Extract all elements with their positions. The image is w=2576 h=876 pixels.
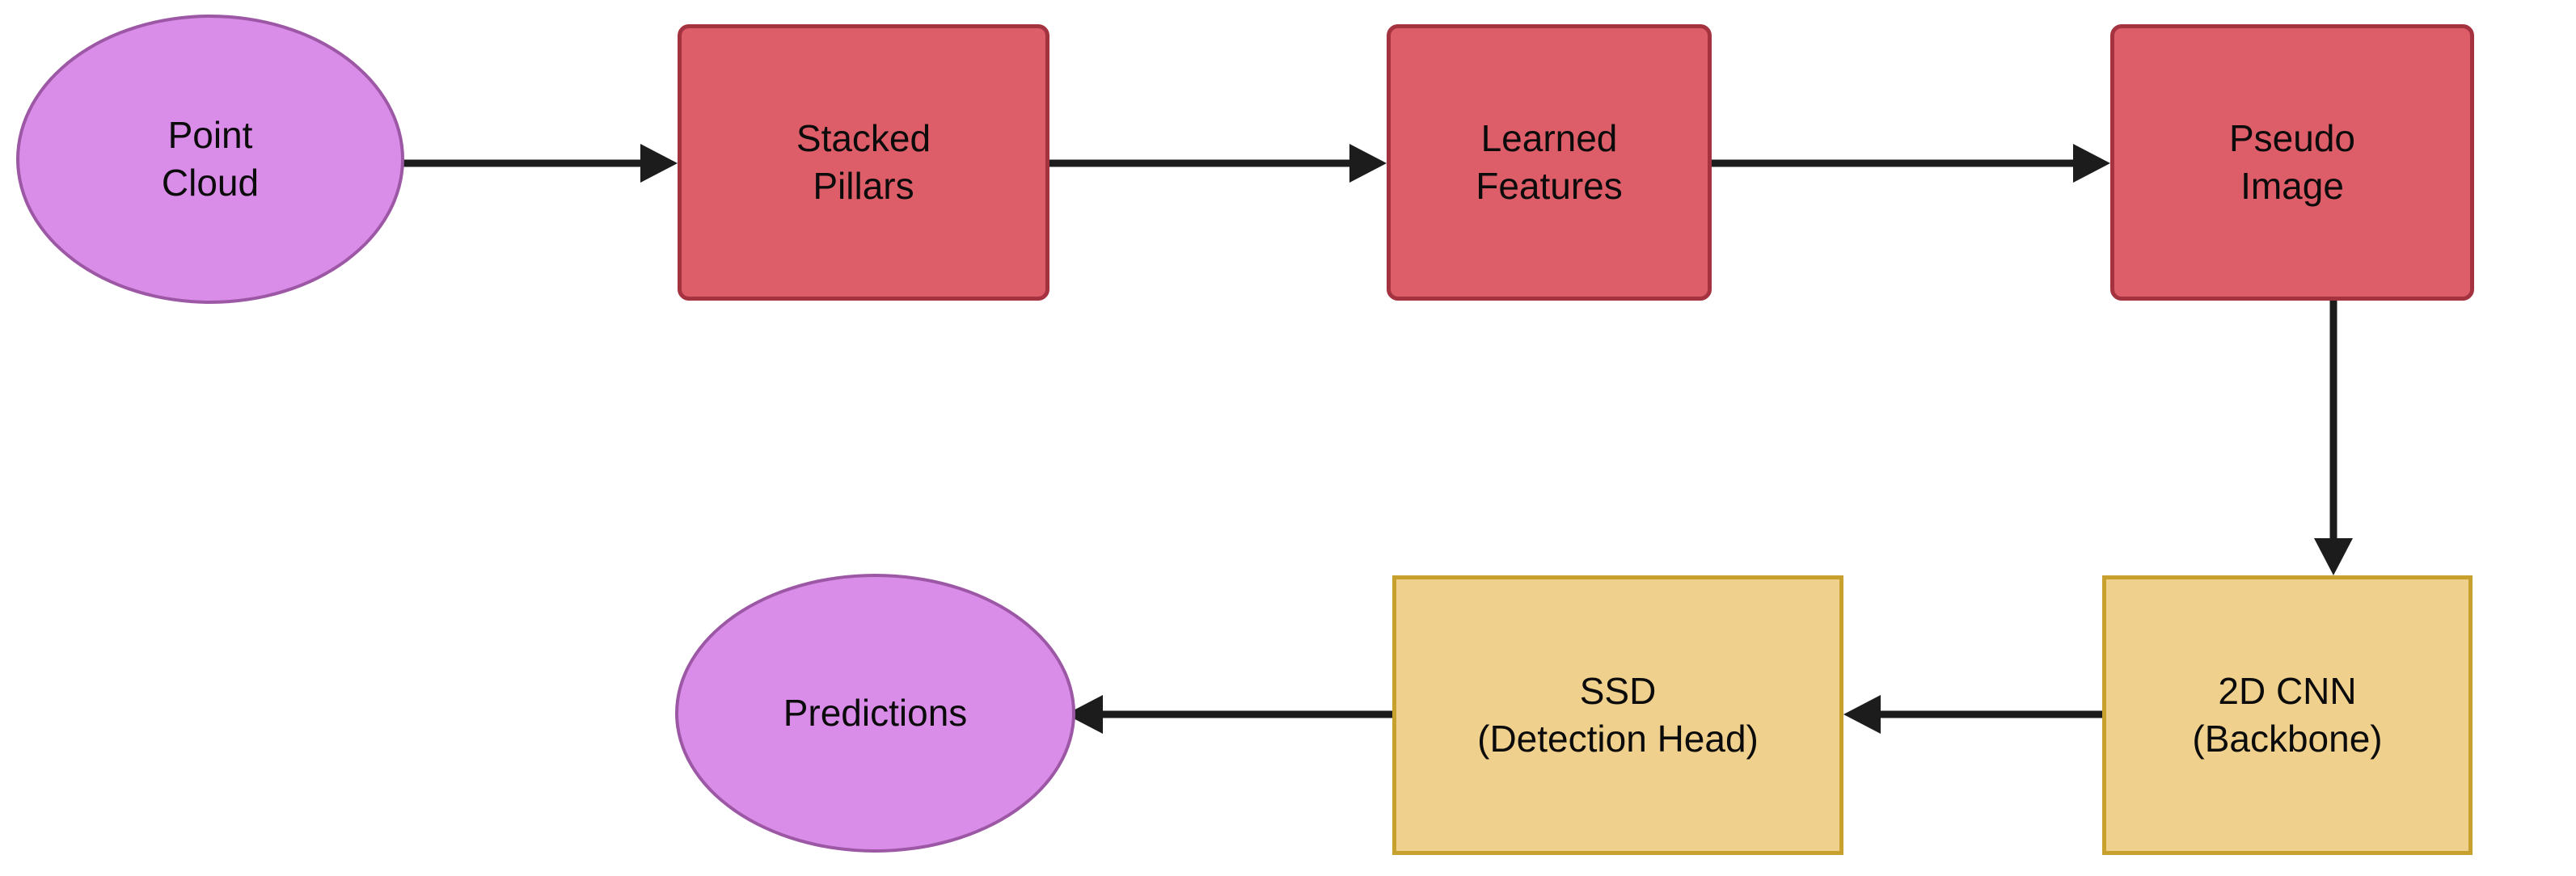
node-pseudo-image[interactable]: Pseudo Image <box>2110 24 2474 301</box>
edge-stacked-pillars-to-learned-features-arrowhead <box>1349 144 1387 183</box>
node-label-ssd-detection-head: SSD (Detection Head) <box>1477 670 1759 760</box>
node-point-cloud[interactable]: Point Cloud <box>16 15 404 304</box>
edge-cnn-backbone-to-ssd <box>1843 695 2102 734</box>
edge-learned-features-to-pseudo-image <box>1712 144 2110 183</box>
node-ssd-detection-head[interactable]: SSD (Detection Head) <box>1392 575 1843 855</box>
node-label-cnn-backbone: 2D CNN (Backbone) <box>2192 670 2383 760</box>
edge-cnn-backbone-to-ssd-arrowhead <box>1843 695 1881 734</box>
edge-point-cloud-to-stacked-pillars-arrowhead <box>640 144 678 183</box>
edge-stacked-pillars-to-learned-features <box>1049 144 1387 183</box>
edge-pseudo-image-to-cnn-backbone-arrowhead <box>2314 538 2353 575</box>
node-label-learned-features: Learned Features <box>1476 117 1623 207</box>
edge-point-cloud-to-stacked-pillars <box>403 144 678 183</box>
node-label-pseudo-image: Pseudo Image <box>2228 117 2355 207</box>
edge-learned-features-to-pseudo-image-arrowhead <box>2073 144 2110 183</box>
node-learned-features[interactable]: Learned Features <box>1387 24 1712 301</box>
edge-pseudo-image-to-cnn-backbone <box>2314 301 2353 575</box>
node-predictions[interactable]: Predictions <box>675 574 1075 853</box>
node-cnn-backbone[interactable]: 2D CNN (Backbone) <box>2102 575 2473 855</box>
node-label-stacked-pillars: Stacked Pillars <box>796 117 931 207</box>
node-stacked-pillars[interactable]: Stacked Pillars <box>678 24 1049 301</box>
edge-ssd-to-predictions <box>1066 695 1392 734</box>
node-label-point-cloud: Point Cloud <box>161 114 260 204</box>
node-label-predictions: Predictions <box>783 692 968 735</box>
